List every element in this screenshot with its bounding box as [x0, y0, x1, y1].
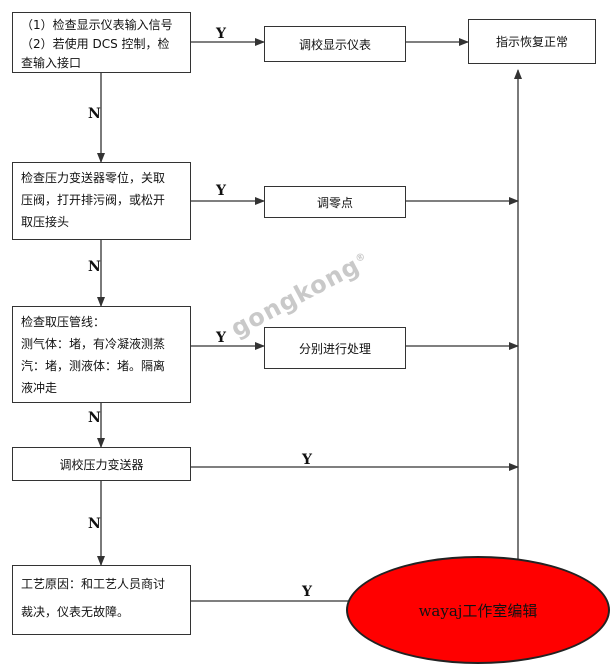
check-transmitter-zero-box: 检查压力变送器零位，关取 压阀，打开排污阀，或松开 取压接头	[12, 162, 191, 240]
yes-label-5: Y	[302, 584, 312, 600]
yes-label-2: Y	[216, 183, 226, 199]
no-label-3: N	[88, 410, 101, 426]
zero-adjust-box: 调零点	[264, 186, 406, 218]
no-label-2: N	[88, 259, 101, 275]
editor-stamp-text: wayaj工作室编辑	[418, 601, 538, 620]
calibrate-transmitter-box: 调校压力变送器	[12, 447, 191, 481]
check-pressure-line-box: 检查取压管线： 测气体：堵，有冷凝液测蒸 汽：堵，测液体：堵。隔离 液冲走	[12, 306, 191, 403]
handle-separately-box: 分别进行处理	[264, 327, 406, 369]
no-label-4: N	[88, 516, 101, 532]
editor-stamp: wayaj工作室编辑	[346, 556, 610, 664]
no-label-1: N	[88, 106, 101, 122]
indication-normal-box: 指示恢复正常	[468, 19, 596, 64]
yes-label-4: Y	[302, 452, 312, 468]
check-display-input-box: （1）检查显示仪表输入信号 （2）若使用 DCS 控制，检 查输入接口	[12, 12, 191, 73]
yes-label-1: Y	[216, 26, 226, 42]
calibrate-display-box: 调校显示仪表	[264, 26, 406, 62]
process-cause-box: 工艺原因：和工艺人员商讨 裁决，仪表无故障。	[12, 565, 191, 635]
yes-label-3: Y	[216, 330, 226, 346]
